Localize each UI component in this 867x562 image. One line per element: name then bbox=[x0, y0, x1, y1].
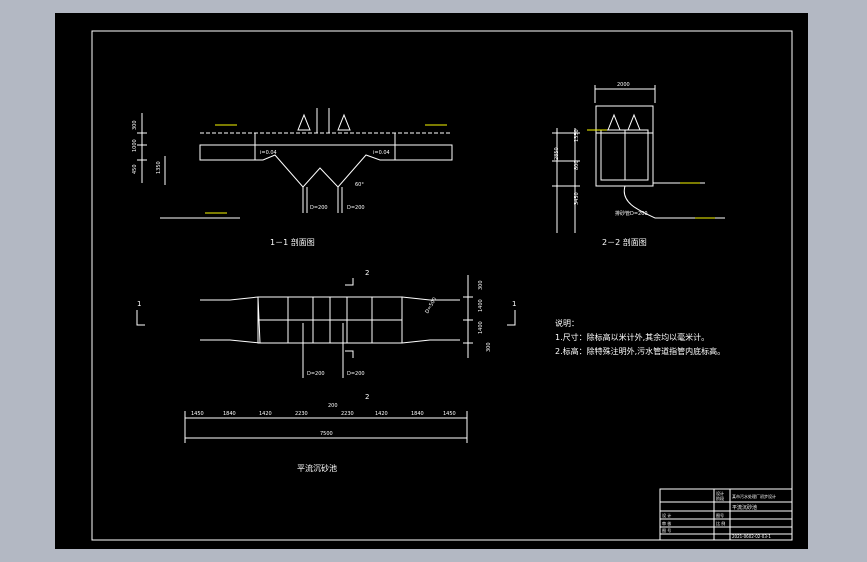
dim-label: 300 bbox=[486, 342, 492, 352]
pipe-label: 排砂管D=200 bbox=[615, 210, 648, 217]
section-1-1 bbox=[137, 108, 453, 219]
cut-label-bottom: 2 bbox=[365, 393, 369, 401]
note-2: 2.标高：除特殊注明外,污水管道指管内底标高。 bbox=[555, 346, 725, 356]
dim-label: 1400 bbox=[478, 321, 484, 334]
dim-label: 3450 bbox=[574, 192, 580, 205]
plan-title: 平流沉砂池 bbox=[297, 463, 337, 473]
equipment-symbol bbox=[337, 113, 351, 131]
equipment-symbol bbox=[627, 113, 641, 131]
equipment-symbol bbox=[297, 113, 311, 131]
title-block-frame bbox=[659, 488, 793, 541]
angle-label: 60° bbox=[355, 182, 364, 188]
title-block bbox=[659, 488, 793, 541]
cut-label-right: 1 bbox=[512, 300, 516, 308]
dim-label: 1350 bbox=[156, 161, 162, 174]
tb-cell: 2021-0602-02-03-1 bbox=[732, 534, 771, 539]
cut-mark bbox=[345, 278, 354, 286]
pipe-label: D=200 bbox=[307, 371, 325, 377]
dim-label: 1400 bbox=[478, 299, 484, 312]
cut-label-top: 2 bbox=[365, 269, 369, 277]
tb-cell: 比 例 bbox=[716, 520, 725, 526]
note-1: 1.尺寸：除标高以米计外,其余均以毫米计。 bbox=[555, 332, 709, 342]
equipment-symbol bbox=[607, 113, 621, 131]
section-2-2 bbox=[552, 85, 725, 233]
section-1-title: 1－1 剖面图 bbox=[270, 237, 315, 247]
pipe-label: D=200 bbox=[310, 205, 328, 211]
tb-cell: 某市污水处理厂初步设计 bbox=[732, 493, 776, 499]
dim-label: 1420 bbox=[375, 411, 388, 417]
dim-label: 450 bbox=[132, 164, 138, 174]
slope-label: i=0.04 bbox=[260, 150, 277, 156]
drawing-sheet: 1－1 剖面图 2－2 剖面图 平流沉砂池 1 1 2 2 说明： 1.尺寸：除… bbox=[55, 13, 808, 549]
dim-label: 1450 bbox=[443, 411, 456, 417]
cut-label-left: 1 bbox=[137, 300, 141, 308]
tb-cell: 设 计 bbox=[662, 512, 671, 518]
plan-inlet bbox=[200, 296, 261, 344]
slope-label: i=0.04 bbox=[373, 150, 390, 156]
notes-heading: 说明： bbox=[555, 318, 579, 328]
dim-label: 2000 bbox=[617, 82, 630, 88]
drawing-canvas: 1－1 剖面图 2－2 剖面图 平流沉砂池 1 1 2 2 说明： 1.尺寸：除… bbox=[91, 30, 793, 541]
dim-label: 2230 bbox=[341, 411, 354, 417]
annotations bbox=[205, 124, 715, 219]
tb-cell: 审 核 bbox=[662, 520, 671, 526]
cut-mark bbox=[507, 310, 516, 326]
tb-cell: 阶段 bbox=[716, 495, 724, 501]
pipe-label: D=200 bbox=[347, 205, 365, 211]
tb-cell: 图号 bbox=[716, 512, 724, 518]
tb-cell: 图 号 bbox=[662, 527, 671, 533]
cut-mark bbox=[136, 310, 145, 326]
dim-label: 300 bbox=[132, 120, 138, 130]
cut-mark bbox=[345, 350, 354, 358]
tb-cell: 设计 bbox=[716, 490, 724, 496]
dim-label: 300 bbox=[478, 280, 484, 290]
dim-label: 1350 bbox=[574, 129, 580, 142]
dim-label: 1840 bbox=[411, 411, 424, 417]
dim-label-total: 7500 bbox=[320, 431, 333, 437]
sand-discharge-pipe bbox=[623, 185, 656, 219]
plan-outlet bbox=[401, 339, 460, 344]
dim-label: 1450 bbox=[191, 411, 204, 417]
section1-channel-outline bbox=[199, 144, 453, 188]
inner-border bbox=[91, 30, 793, 541]
dim-label: 2230 bbox=[295, 411, 308, 417]
dim-label: 2850 bbox=[554, 147, 560, 160]
tb-cell: 平流沉砂池 bbox=[732, 504, 757, 511]
pipe-label: D=200 bbox=[347, 371, 365, 377]
dim-label: 1840 bbox=[223, 411, 236, 417]
dim-label: 1000 bbox=[132, 139, 138, 152]
plan-view bbox=[136, 275, 516, 443]
dim-label: 1420 bbox=[259, 411, 272, 417]
plan-outlet bbox=[401, 296, 460, 301]
dim-label: 800 bbox=[574, 160, 580, 170]
dim-label: 200 bbox=[328, 403, 338, 409]
section-2-title: 2－2 剖面图 bbox=[602, 237, 647, 247]
